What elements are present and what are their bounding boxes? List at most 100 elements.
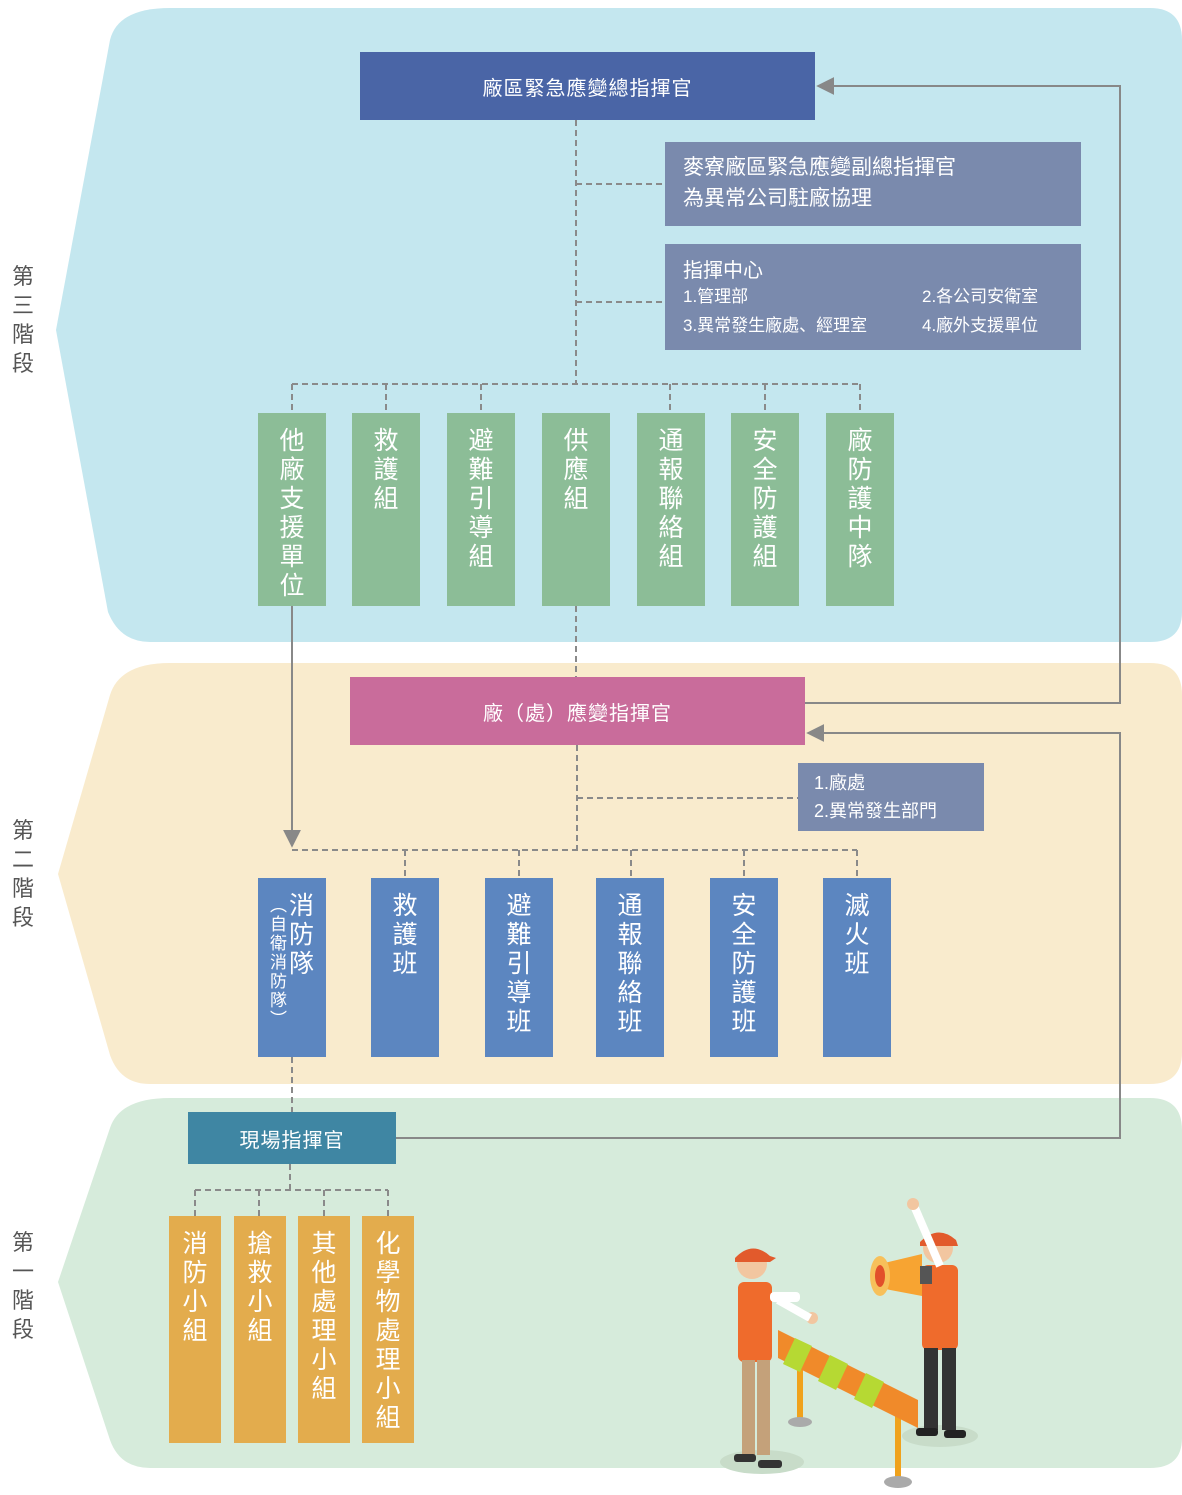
squad-char: 處 <box>311 1288 337 1316</box>
megaphone-icon <box>870 1254 932 1296</box>
squad-fire: 消 防 小 組 <box>169 1216 221 1443</box>
group-char: 位 <box>279 572 305 600</box>
group-char: 引 <box>468 485 494 513</box>
group-char: 應 <box>563 456 589 484</box>
team-char: 全 <box>731 921 757 949</box>
squad-char: 組 <box>311 1375 337 1403</box>
group-char: 供 <box>563 427 589 455</box>
group-char: 廠 <box>847 427 873 455</box>
team-char: 報 <box>617 921 643 949</box>
group-char: 隊 <box>847 543 873 571</box>
squad-char: 小 <box>375 1375 401 1403</box>
team-evacuation: 避 難 引 導 班 <box>485 878 553 1057</box>
barrier-illustration <box>778 1330 918 1488</box>
stage-2-char: 二 <box>11 847 34 872</box>
team-safety-protection: 安 全 防 護 班 <box>710 878 778 1057</box>
group-char: 護 <box>752 514 778 542</box>
squad-other-handling: 其 他 處 理 小 組 <box>298 1216 350 1443</box>
team-char: 防 <box>731 950 757 978</box>
stage-1-label: 第 一 階 段 <box>8 1228 38 1344</box>
team-char: 火 <box>844 921 870 949</box>
team-fire-brigade: 消 防 隊 ︵ 自 衛 消 防 隊 ︶ <box>258 878 326 1057</box>
squad-char: 物 <box>375 1288 401 1316</box>
squad-char: 化 <box>375 1230 401 1258</box>
team-fire-suppression: 滅 火 班 <box>823 878 891 1057</box>
team-char: 班 <box>617 1008 643 1036</box>
team-char: 護 <box>392 921 418 949</box>
command-center-item: 4.廠外支援單位 <box>922 316 1039 335</box>
team-char: 班 <box>506 1008 532 1036</box>
stage-3-char: 段 <box>11 351 34 376</box>
team-char: 安 <box>731 892 757 920</box>
group-char: 防 <box>847 456 873 484</box>
team-char: 救 <box>392 892 418 920</box>
deputy-commander-box: 麥寮廠區緊急應變副總指揮官 為異常公司駐廠協理 <box>665 142 1081 226</box>
squad-char: 其 <box>311 1230 337 1258</box>
fire-brigade-title: 消 防 隊 <box>289 892 314 1029</box>
group-rescue: 救 護 組 <box>352 413 420 606</box>
stage-1-char: 階 <box>11 1288 34 1313</box>
squad-chemical-handling: 化 學 物 處 理 小 組 <box>362 1216 414 1443</box>
stage-3-char: 第 <box>11 264 34 289</box>
group-other-plant-support: 他 廠 支 援 單 位 <box>258 413 326 606</box>
team-char: 隊 <box>288 950 314 978</box>
group-char: 全 <box>752 456 778 484</box>
squad-rescue: 搶 救 小 組 <box>234 1216 286 1443</box>
group-char: 護 <box>373 456 399 484</box>
group-char: 避 <box>468 427 494 455</box>
squad-char: 小 <box>182 1288 208 1316</box>
group-char: 安 <box>752 427 778 455</box>
group-char: 組 <box>658 543 684 571</box>
stage-3-char: 階 <box>11 322 34 347</box>
team-char: 防 <box>288 921 314 949</box>
worker-illustration <box>720 1198 978 1488</box>
squad-char: 組 <box>375 1404 401 1432</box>
group-char: 廠 <box>279 456 305 484</box>
squad-char: 小 <box>311 1346 337 1374</box>
team-char: 班 <box>731 1008 757 1036</box>
group-char: 他 <box>279 427 305 455</box>
team-char: 班 <box>392 950 418 978</box>
team-sub-char: ︶ <box>269 1010 287 1029</box>
group-evacuation: 避 難 引 導 組 <box>447 413 515 606</box>
stage-1-char: 一 <box>11 1259 34 1284</box>
team-char: 消 <box>288 892 314 920</box>
group-plant-defense-squad: 廠 防 護 中 隊 <box>826 413 894 606</box>
group-safety-protection: 安 全 防 護 組 <box>731 413 799 606</box>
group-char: 聯 <box>658 485 684 513</box>
squad-char: 學 <box>375 1259 401 1287</box>
team-notification: 通 報 聯 絡 班 <box>596 878 664 1057</box>
command-center-item: 1.管理部 <box>683 287 749 306</box>
group-char: 組 <box>752 543 778 571</box>
squad-char: 組 <box>247 1317 273 1345</box>
deputy-commander-line1: 麥寮廠區緊急應變副總指揮官 <box>683 156 956 179</box>
group-notification: 通 報 聯 絡 組 <box>637 413 705 606</box>
plant-area-chief-commander: 廠區緊急應變總指揮官 <box>360 52 815 120</box>
group-char: 護 <box>847 485 873 513</box>
team-sub-char: 自 <box>269 915 287 934</box>
team-rescue: 救 護 班 <box>371 878 439 1057</box>
team-sub-char: 衛 <box>269 934 287 953</box>
group-char: 組 <box>468 543 494 571</box>
stage-3-label: 第 三 階 段 <box>8 262 38 378</box>
fire-brigade-subtitle: ︵ 自 衛 消 防 隊 ︶ <box>270 892 287 1029</box>
stage-1-char: 段 <box>11 1317 34 1342</box>
team-char: 引 <box>506 950 532 978</box>
field-commander: 現場指揮官 <box>188 1112 396 1164</box>
stage-2-char: 第 <box>11 818 34 843</box>
group-char: 防 <box>752 485 778 513</box>
team-char: 導 <box>506 979 532 1007</box>
team-char: 班 <box>844 950 870 978</box>
stage-3-char: 三 <box>11 293 34 318</box>
group-char: 單 <box>279 543 305 571</box>
squad-char: 防 <box>182 1259 208 1287</box>
squad-char: 理 <box>375 1346 401 1374</box>
plant-response-commander: 廠（處）應變指揮官 <box>350 677 805 745</box>
squad-char: 組 <box>182 1317 208 1345</box>
squad-char: 處 <box>375 1317 401 1345</box>
group-char: 援 <box>279 514 305 542</box>
team-sub-char: 防 <box>269 972 287 991</box>
squad-char: 搶 <box>247 1230 273 1258</box>
squad-char: 他 <box>311 1259 337 1287</box>
team-char: 避 <box>506 892 532 920</box>
